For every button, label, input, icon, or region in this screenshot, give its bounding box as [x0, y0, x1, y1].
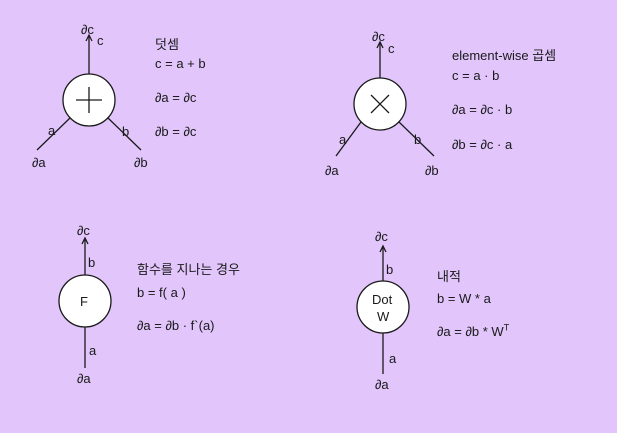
mul-eq-grad-b: ∂b = ∂c · a [452, 137, 513, 152]
mul-in-a-grad-label: ∂a [325, 163, 339, 178]
func-node-label: F [80, 294, 88, 309]
dot-eq-forward: b = W * a [437, 291, 491, 306]
add-out-var-label: c [97, 33, 104, 48]
add-graph [36, 33, 142, 151]
mul-out-var-label: c [388, 41, 395, 56]
dot-node-label-weight: W [377, 309, 390, 324]
plus-icon [76, 87, 102, 113]
func-output-arrowhead [81, 236, 89, 245]
dot-out-grad-label: ∂c [375, 229, 388, 244]
add-in-b-grad-label: ∂b [134, 155, 148, 170]
mul-eq-forward: c = a · b [452, 68, 500, 83]
add-in-a-grad-label: ∂a [32, 155, 46, 170]
add-input-b-edge [107, 117, 142, 151]
mul-title: element-wise 곱셈 [452, 48, 557, 63]
func-graph [58, 236, 112, 368]
dot-in-grad-label: ∂a [375, 377, 389, 392]
func-eq-grad: ∂a = ∂b · f`(a) [137, 318, 215, 333]
dot-output-arrowhead [379, 244, 387, 253]
add-output-arrowhead [85, 33, 93, 42]
func-out-grad-label: ∂c [77, 223, 90, 238]
dot-in-var-label: a [389, 351, 397, 366]
add-in-b-var-label: b [122, 124, 130, 139]
func-in-var-label: a [89, 343, 97, 358]
mul-out-grad-label: ∂c [372, 29, 385, 44]
dot-eq-grad-transpose: T [503, 322, 510, 333]
dot-eq-grad: ∂a = ∂b * WT [437, 322, 510, 340]
mul-output-arrowhead [376, 40, 384, 49]
add-eq-forward: c = a + b [155, 56, 206, 71]
func-title: 함수를 지나는 경우 [137, 262, 240, 277]
mul-in-b-var-label: b [414, 132, 422, 147]
dot-title: 내적 [437, 269, 461, 284]
func-eq-forward: b = f( a ) [137, 285, 186, 300]
mul-in-a-var-label: a [339, 132, 347, 147]
dot-graph [356, 244, 410, 374]
mul-input-b-edge [398, 121, 435, 157]
times-icon [370, 94, 390, 114]
mul-graph [335, 40, 435, 157]
dot-node-label-op: Dot [372, 292, 393, 307]
dot-out-var-label: b [386, 262, 394, 277]
dot-eq-grad-main: ∂a = ∂b * W [437, 324, 504, 339]
func-out-var-label: b [88, 255, 96, 270]
func-in-grad-label: ∂a [77, 371, 91, 386]
add-in-a-var-label: a [48, 123, 56, 138]
add-title: 덧셈 [155, 37, 179, 52]
mul-eq-grad-a: ∂a = ∂c · b [452, 102, 513, 117]
add-out-grad-label: ∂c [81, 22, 94, 37]
add-input-a-edge [36, 117, 71, 151]
add-eq-grad-b: ∂b = ∂c [155, 124, 197, 139]
add-eq-grad-a: ∂a = ∂c [155, 90, 197, 105]
mul-input-a-edge [335, 121, 362, 157]
mul-in-b-grad-label: ∂b [425, 163, 439, 178]
